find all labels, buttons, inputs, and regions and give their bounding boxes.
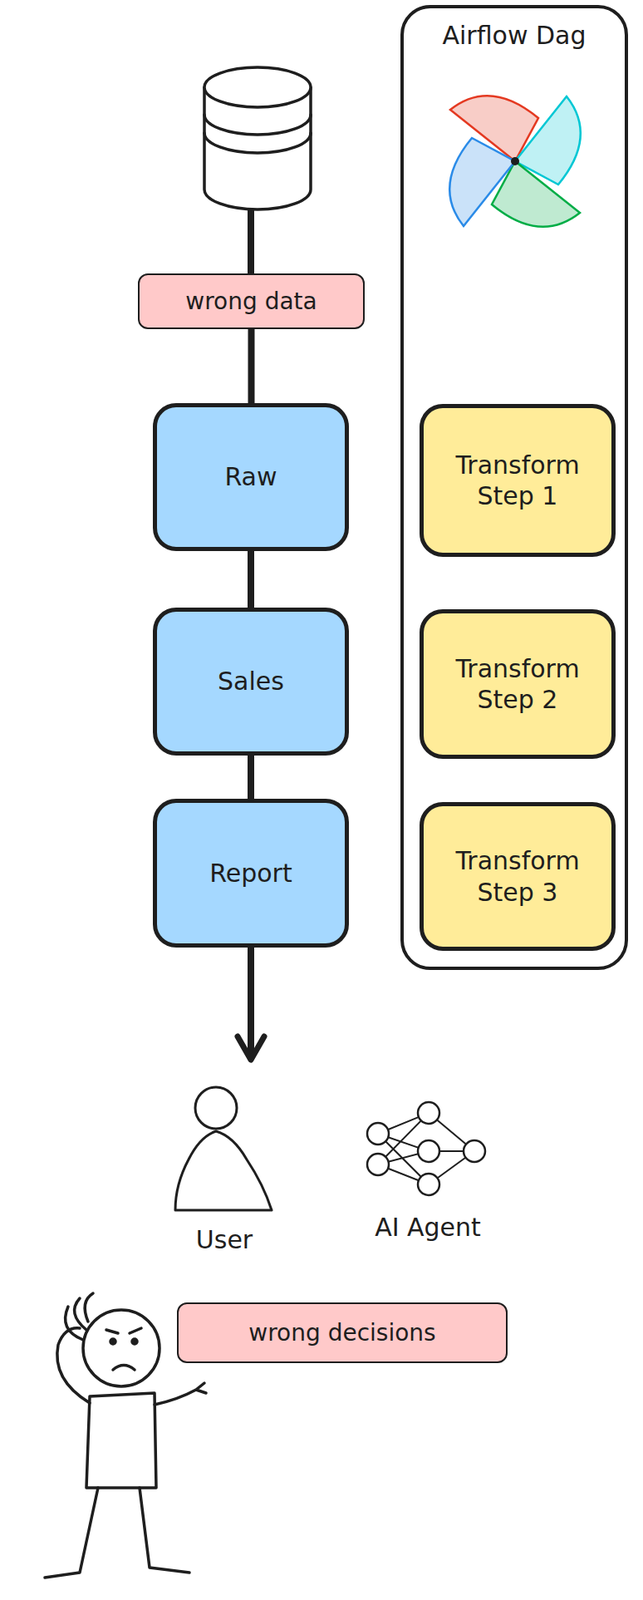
eyebrows <box>106 1327 142 1333</box>
node-label: User <box>196 1223 253 1256</box>
flow-line <box>247 947 255 1060</box>
node-label: Sales <box>217 665 285 697</box>
transform-step-box: Transform Step 1 <box>419 403 616 557</box>
torso <box>86 1392 157 1488</box>
node-label: Transform Step 1 <box>428 449 607 512</box>
hair-scribble <box>65 1292 94 1340</box>
person-head <box>195 1086 237 1129</box>
shrug-arm <box>154 1382 207 1404</box>
person-body <box>175 1130 272 1210</box>
database-symbol <box>204 67 311 210</box>
node-label: wrong data <box>185 286 317 316</box>
leg <box>139 1487 190 1572</box>
network-neuron <box>417 1173 440 1195</box>
data-table-box: Raw <box>152 402 349 551</box>
node-label: Transform Step 3 <box>428 844 607 908</box>
logo-center <box>510 157 520 166</box>
cylinder-band <box>204 114 311 135</box>
eye <box>132 1338 138 1344</box>
arm-on-head <box>57 1327 90 1403</box>
data-table-box: Report <box>152 798 349 948</box>
flow-line <box>247 755 255 799</box>
source-line <box>247 209 255 274</box>
user-icon: User <box>170 1059 279 1255</box>
data-table-box: Sales <box>152 607 349 756</box>
cylinder-top <box>204 67 311 108</box>
node-label: wrong decisions <box>248 1317 436 1347</box>
node-label: Report <box>209 857 292 889</box>
cylinder-band <box>204 132 311 153</box>
airflow-logo <box>449 95 581 227</box>
frown <box>112 1364 135 1370</box>
network-neuron <box>417 1101 440 1124</box>
node-label: Airflow Dag <box>441 19 586 52</box>
node-label: Transform Step 2 <box>428 652 607 716</box>
transform-step-box: Transform Step 3 <box>419 801 616 951</box>
network-neuron <box>367 1122 389 1144</box>
logo-blade <box>449 137 516 226</box>
leg <box>44 1487 99 1577</box>
network-neuron <box>367 1153 389 1175</box>
warning-tag: wrong data <box>137 273 365 329</box>
network-neuron <box>463 1139 486 1162</box>
flow-line <box>247 550 255 608</box>
head <box>83 1309 160 1386</box>
eye <box>110 1338 116 1344</box>
network-neuron <box>417 1139 440 1162</box>
dag-group: Airflow DagTransform Step 1 Transform Ste… <box>400 4 629 970</box>
node-label: Raw <box>224 461 277 493</box>
transform-step-box: Transform Step 2 <box>419 608 616 759</box>
node-label: AI Agent <box>374 1211 482 1243</box>
ai-agent-icon: AI Agent <box>357 1088 499 1242</box>
flow-line <box>248 328 256 403</box>
warning-tag: wrong decisions <box>176 1301 508 1363</box>
